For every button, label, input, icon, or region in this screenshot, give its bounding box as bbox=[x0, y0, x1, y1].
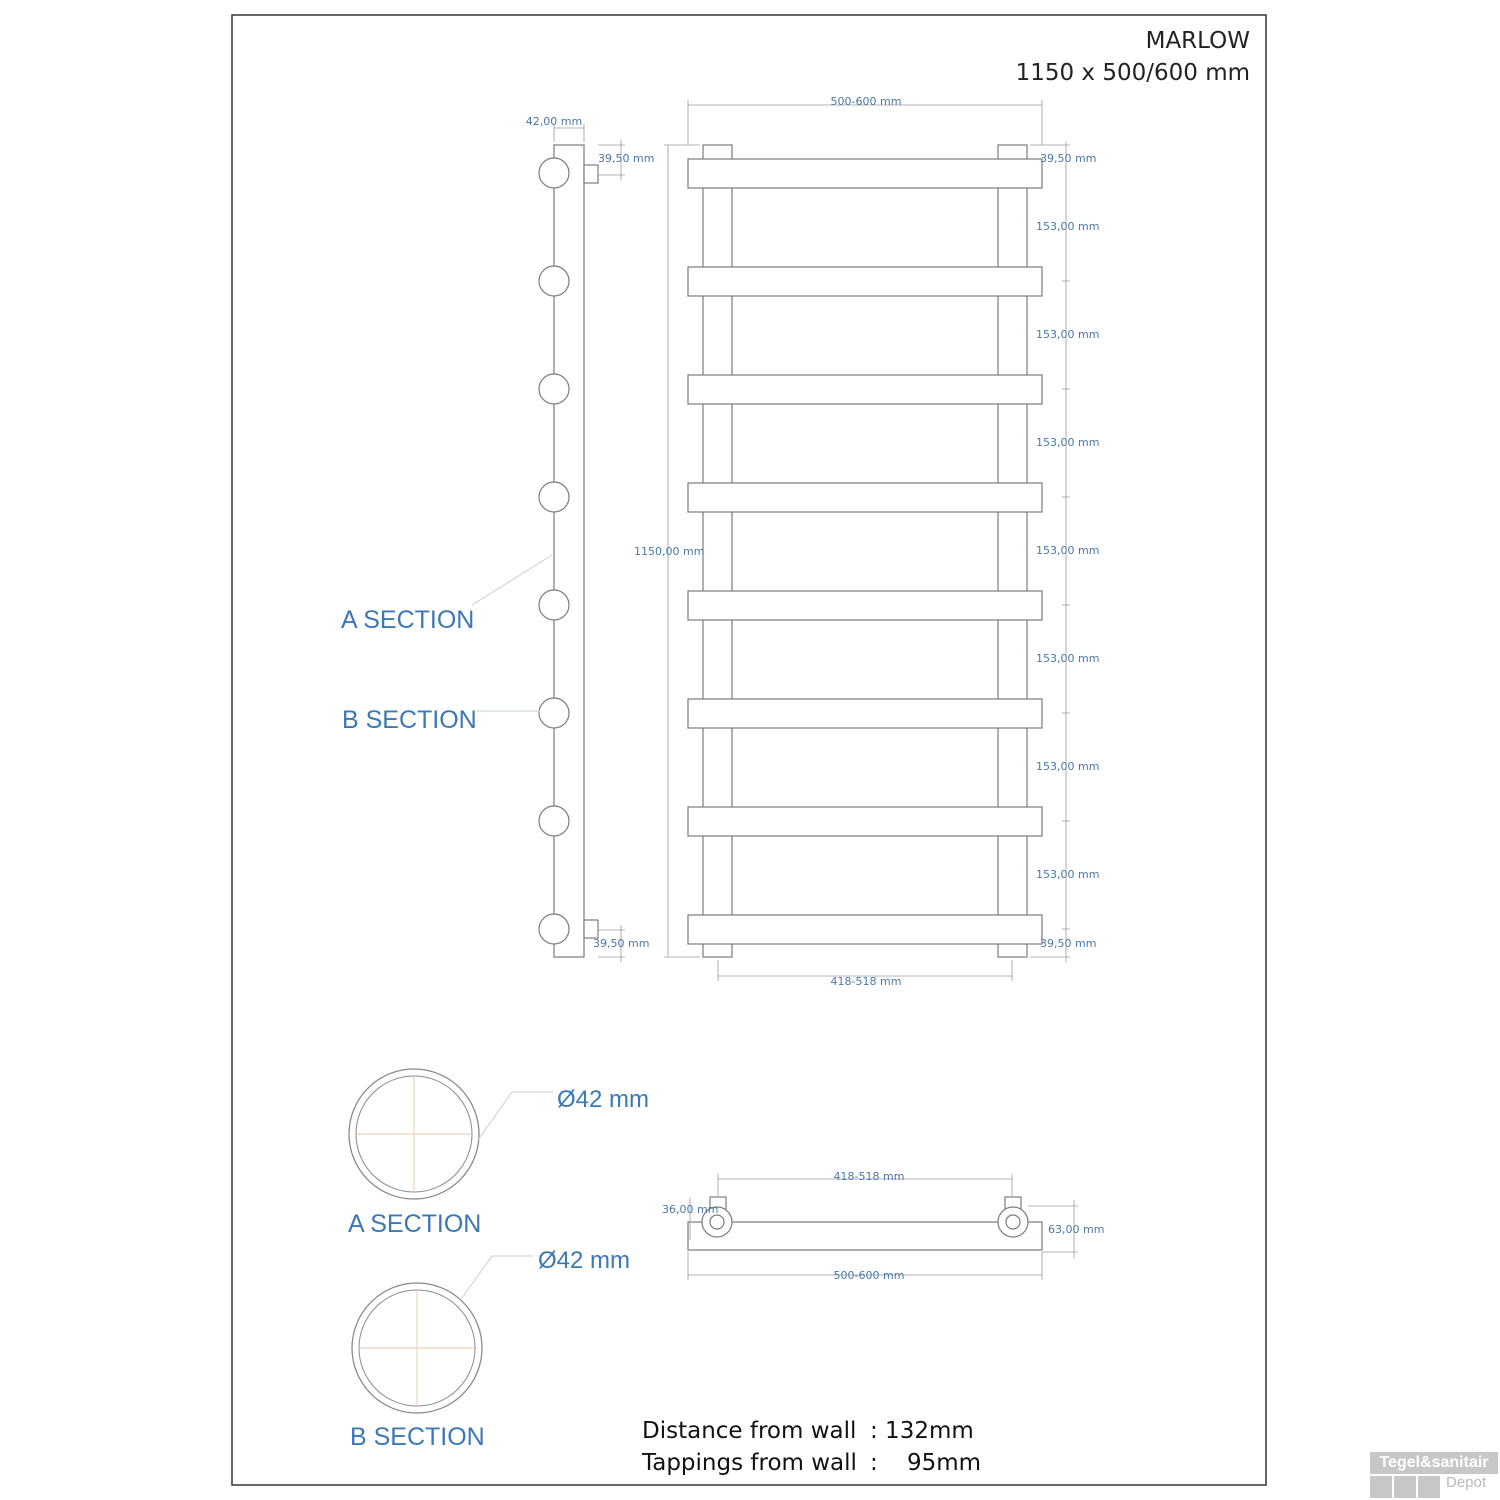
side-top-bracket bbox=[583, 164, 599, 184]
front-bar-7 bbox=[687, 806, 1043, 837]
front-bars bbox=[687, 158, 1043, 945]
front-bar-1 bbox=[687, 158, 1043, 189]
front-bar-3 bbox=[687, 374, 1043, 405]
side-view: 42,00 mm 39,50 mm 39,50 mm A SECTION B S… bbox=[341, 115, 1070, 962]
wall-distance-label: Distance from wall bbox=[642, 1418, 856, 1444]
spacing-dim-7: 153,00 mm bbox=[1036, 868, 1099, 881]
logo-tile-icon-2 bbox=[1418, 1476, 1440, 1498]
wall-distance-value: : 132mm bbox=[870, 1418, 974, 1444]
front-bar-6 bbox=[687, 698, 1043, 729]
section-b-label: B SECTION bbox=[350, 1423, 485, 1451]
side-bar-2 bbox=[538, 265, 570, 297]
front-bottom-offset-dim: 39,50 mm bbox=[1040, 937, 1096, 950]
plan-view: 418-518 mm 500-600 mm 36,00 mm 63,00 mm bbox=[662, 1170, 1104, 1282]
side-bar-circles bbox=[538, 157, 1070, 945]
side-bar-8 bbox=[538, 913, 570, 945]
side-bar-3 bbox=[538, 373, 570, 405]
plan-bar bbox=[687, 1221, 1043, 1251]
plan-top-width-dim: 418-518 mm bbox=[834, 1170, 905, 1183]
spacing-dim-6: 153,00 mm bbox=[1036, 760, 1099, 773]
drawing-frame bbox=[231, 14, 1267, 1486]
side-a-section-label: A SECTION bbox=[341, 606, 474, 634]
spacing-dims: 153,00 mm 153,00 mm 153,00 mm 153,00 mm 153,… bbox=[1036, 220, 1099, 881]
spacing-dim-2: 153,00 mm bbox=[1036, 328, 1099, 341]
front-top-offset-dim: 39,50 mm bbox=[1040, 152, 1096, 165]
side-bottom-offset-dim: 39,50 mm bbox=[593, 937, 649, 950]
front-height-dim: 1150,00 mm bbox=[634, 545, 704, 558]
side-b-section-label: B SECTION bbox=[342, 706, 477, 734]
tappings-value: : 95mm bbox=[870, 1450, 981, 1476]
spacing-dim-5: 153,00 mm bbox=[1036, 652, 1099, 665]
side-top-offset-dim: 39,50 mm bbox=[598, 152, 654, 165]
logo-drop-icon bbox=[1370, 1476, 1392, 1498]
brand-logo-text: Tegel&sanitair bbox=[1370, 1452, 1498, 1474]
side-bar-6 bbox=[538, 697, 570, 729]
section-a-leader bbox=[477, 1091, 553, 1141]
logo-tile-icon bbox=[1394, 1476, 1416, 1498]
side-bar-7 bbox=[538, 805, 570, 837]
section-b-leader bbox=[461, 1255, 533, 1299]
spacing-dim-4: 153,00 mm bbox=[1036, 544, 1099, 557]
side-bar-1 bbox=[538, 157, 570, 189]
front-bar-4 bbox=[687, 482, 1043, 513]
plan-left-dim: 36,00 mm bbox=[662, 1203, 718, 1216]
front-bottom-width-dim: 418-518 mm bbox=[831, 975, 902, 988]
side-depth-dim: 42,00 mm bbox=[526, 115, 582, 128]
section-a-diameter: Ø42 mm bbox=[557, 1086, 649, 1113]
spacing-dim-3: 153,00 mm bbox=[1036, 436, 1099, 449]
section-a-label: A SECTION bbox=[348, 1210, 481, 1238]
section-a-outer bbox=[348, 1068, 480, 1200]
front-top-width-dim: 500-600 mm bbox=[831, 95, 902, 108]
front-view: 500-600 mm 1150,00 mm 39,50 mm 39,50 mm … bbox=[634, 95, 1099, 988]
section-b-diameter: Ø42 mm bbox=[538, 1247, 630, 1274]
product-name: MARLOW bbox=[1146, 28, 1250, 54]
brand-logo-sub: Depot bbox=[1446, 1474, 1487, 1491]
section-b: Ø42 mm B SECTION bbox=[350, 1247, 630, 1451]
section-b-outer bbox=[351, 1282, 483, 1414]
product-size: 1150 x 500/600 mm bbox=[1016, 60, 1250, 86]
front-bar-8 bbox=[687, 914, 1043, 945]
spacing-dim-1: 153,00 mm bbox=[1036, 220, 1099, 233]
side-bar-4 bbox=[538, 481, 570, 513]
plan-right-dim: 63,00 mm bbox=[1048, 1223, 1104, 1236]
brand-logo: Tegel&sanitair Depot bbox=[1370, 1452, 1498, 1498]
front-bar-5 bbox=[687, 590, 1043, 621]
a-section-leader bbox=[471, 554, 553, 606]
plan-bottom-width-dim: 500-600 mm bbox=[834, 1269, 905, 1282]
side-bar-5 bbox=[538, 589, 570, 621]
side-bottom-bracket bbox=[583, 919, 599, 939]
section-a: Ø42 mm A SECTION bbox=[348, 1068, 649, 1238]
front-bar-2 bbox=[687, 266, 1043, 297]
tappings-label: Tappings from wall bbox=[641, 1450, 857, 1476]
